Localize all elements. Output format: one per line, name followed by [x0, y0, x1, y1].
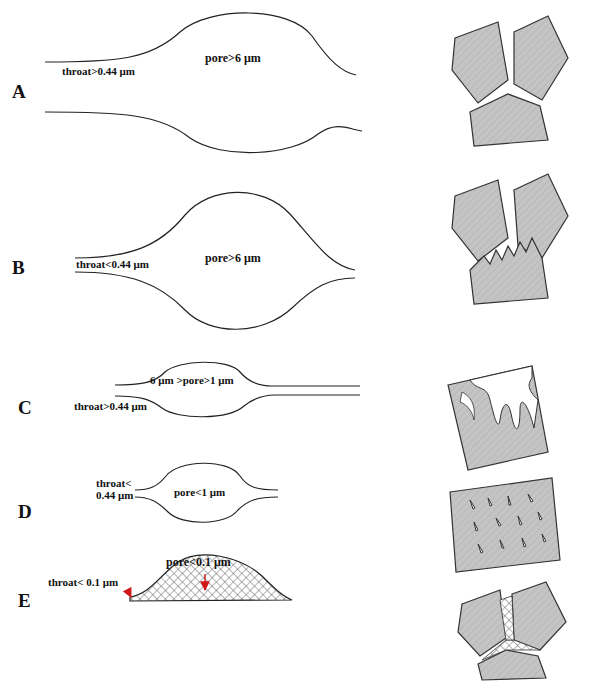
throat-label: throat<0.44 μm — [76, 259, 149, 271]
pore-label: pore<0.1 μm — [166, 556, 231, 569]
throat-label: throat>0.44 μm — [74, 401, 147, 413]
throat-label: throat< 0.1 μm — [48, 577, 118, 589]
pore-label: 6 μm >pore>1 μm — [150, 375, 234, 387]
throat-label: throat>0.44 μm — [62, 66, 135, 78]
row-letter: B — [12, 258, 25, 278]
row-letter: A — [12, 82, 26, 102]
row-letter: E — [18, 591, 31, 611]
pore-label: pore>6 μm — [205, 52, 261, 65]
pore-label: pore>6 μm — [205, 252, 261, 265]
row-letter: C — [18, 398, 32, 418]
pore-label: pore<1 μm — [174, 487, 225, 499]
row-letter: D — [18, 502, 32, 522]
throat-label: throat< 0.44 μm — [96, 478, 144, 501]
